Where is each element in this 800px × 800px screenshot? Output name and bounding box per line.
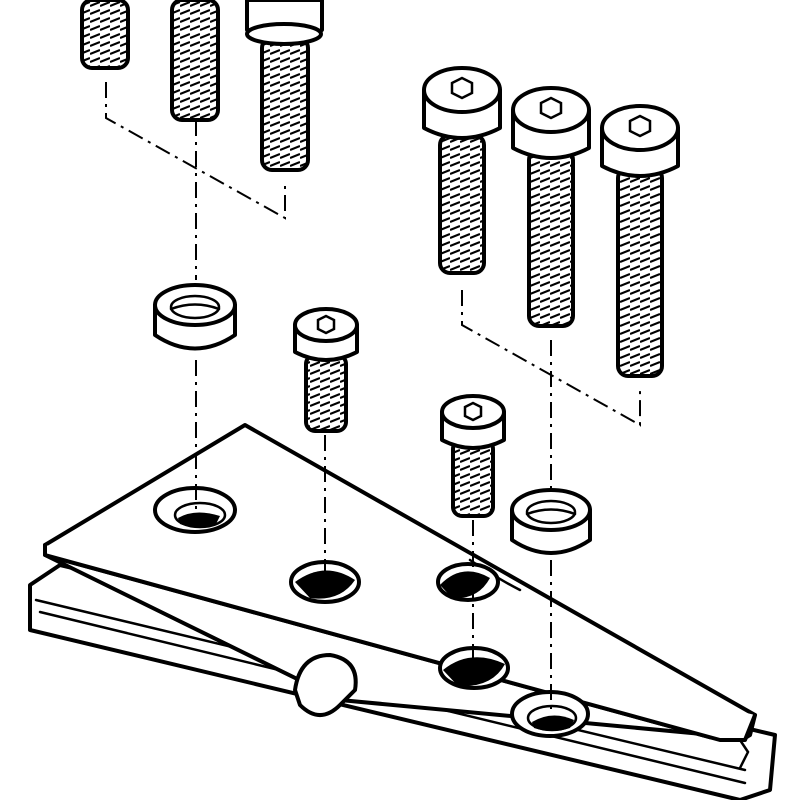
long-cap-screw bbox=[170, 0, 220, 122]
short-cap-screw bbox=[440, 394, 506, 518]
long-cap-screw bbox=[80, 0, 130, 70]
socket-head-cap-screw bbox=[600, 104, 680, 378]
socket-head-cap-screw bbox=[245, 0, 324, 172]
spacer-sleeve bbox=[510, 488, 592, 555]
mounting-plate bbox=[43, 423, 757, 742]
spacer-sleeve bbox=[153, 283, 237, 351]
plate-holes bbox=[153, 486, 590, 738]
through-hole-3 bbox=[436, 562, 500, 602]
socket-head-cap-screw bbox=[511, 86, 591, 328]
alignment-lines bbox=[105, 82, 641, 715]
short-cap-screw bbox=[293, 307, 359, 433]
socket-head-cap-screw bbox=[422, 66, 502, 275]
